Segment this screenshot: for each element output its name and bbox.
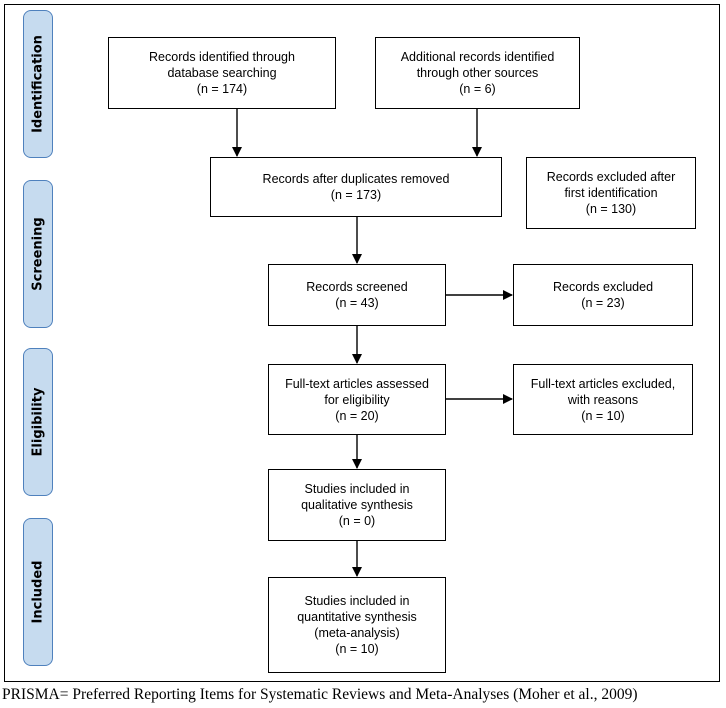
diagram-frame bbox=[4, 4, 720, 682]
box-qualitative-synthesis: Studies included in qualitative synthesi… bbox=[268, 469, 446, 541]
figure-caption: PRISMA= Preferred Reporting Items for Sy… bbox=[2, 686, 638, 703]
box-excluded-first-identification: Records excluded after first identificat… bbox=[526, 157, 696, 229]
box-duplicates-removed: Records after duplicates removed (n = 17… bbox=[210, 157, 502, 217]
box-fulltext-assessed: Full-text articles assessed for eligibil… bbox=[268, 364, 446, 435]
box-records-screened: Records screened (n = 43) bbox=[268, 264, 446, 326]
box-other-sources: Additional records identified through ot… bbox=[375, 37, 580, 109]
phase-identification: Identification bbox=[23, 10, 53, 158]
box-database-searching: Records identified through database sear… bbox=[108, 37, 336, 109]
box-fulltext-excluded: Full-text articles excluded, with reason… bbox=[513, 364, 693, 435]
phase-eligibility: Eligibility bbox=[23, 348, 53, 496]
box-quantitative-synthesis: Studies included in quantitative synthes… bbox=[268, 577, 446, 673]
phase-screening: Screening bbox=[23, 180, 53, 328]
phase-included: Included bbox=[23, 518, 53, 666]
box-records-excluded: Records excluded (n = 23) bbox=[513, 264, 693, 326]
